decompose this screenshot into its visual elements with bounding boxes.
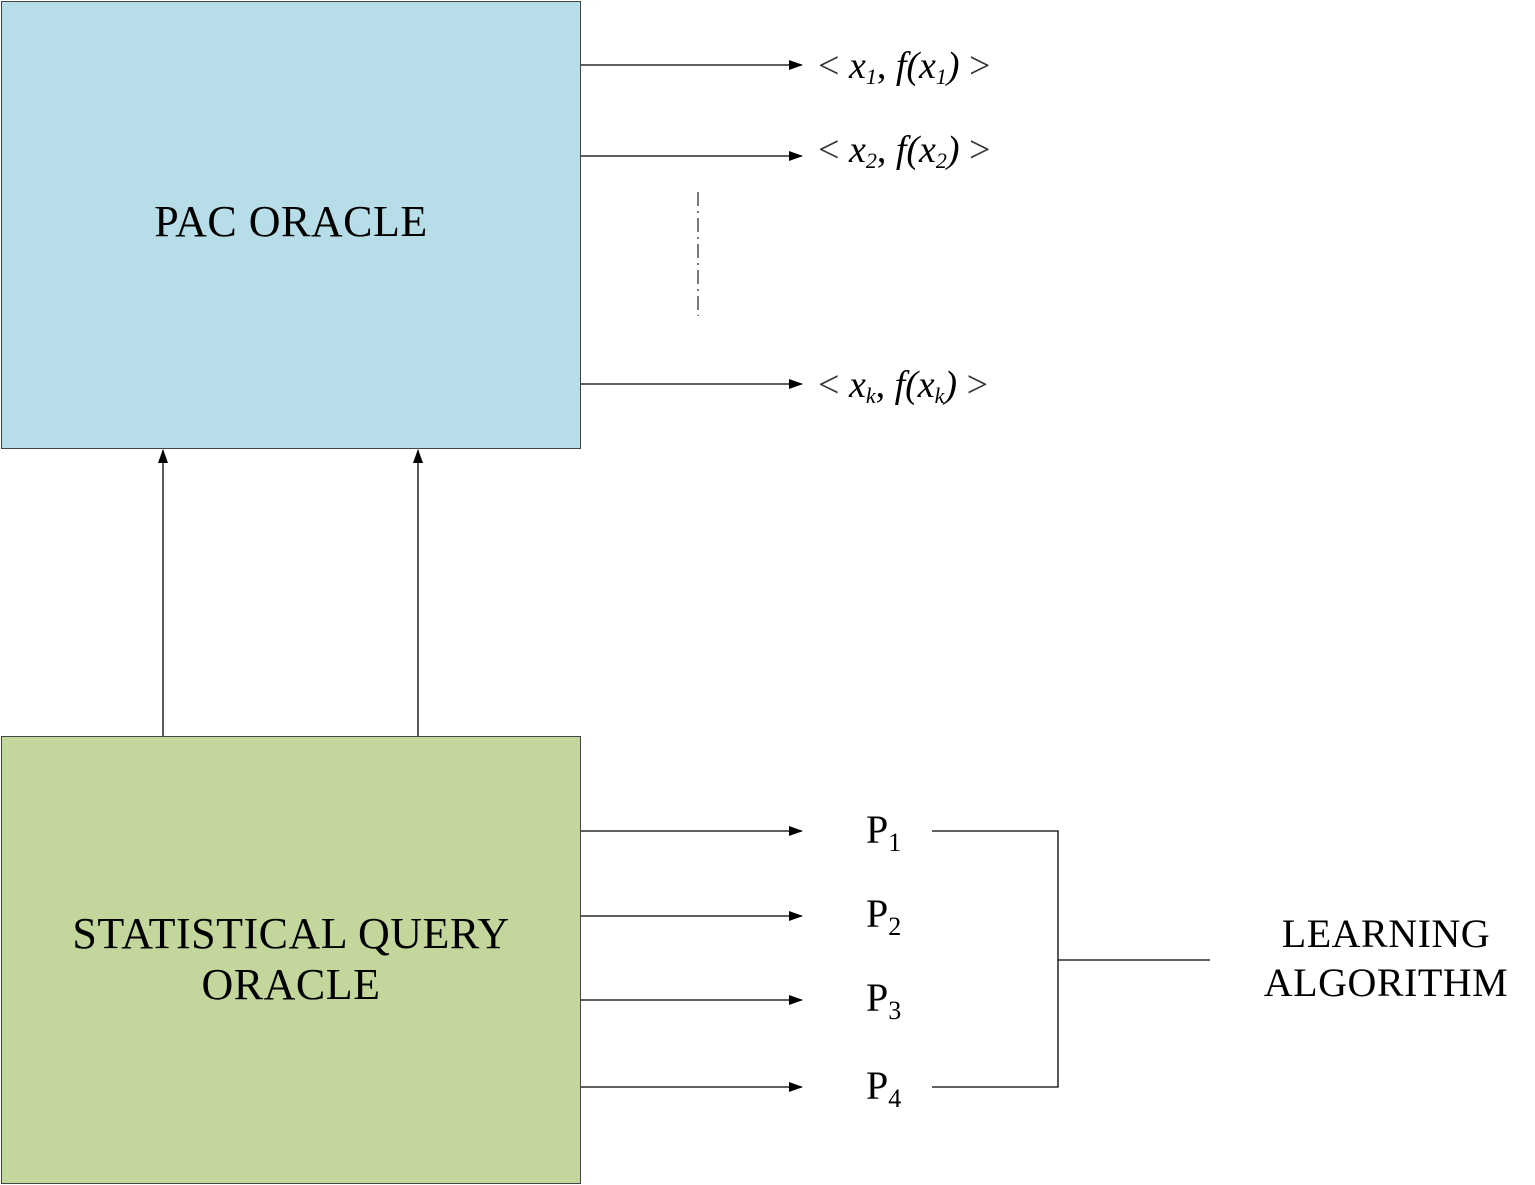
sample-comma: , <box>876 45 887 87</box>
sample-close-angle: > <box>969 45 991 87</box>
bracket-connector <box>932 830 1059 1088</box>
sample-open-angle: < <box>818 129 840 171</box>
sample-comma: , <box>875 364 886 406</box>
query-sub: 2 <box>888 912 902 941</box>
sample-fn: f(x <box>894 364 935 406</box>
statistical-query-oracle-label: STATISTICAL QUERY ORACLE <box>72 909 510 1009</box>
sample-label-1: < x1, f(x1) > <box>818 45 991 88</box>
sample-close-paren: ) <box>944 364 958 406</box>
query-letter: P <box>866 1063 889 1108</box>
sample-var: x <box>848 129 866 171</box>
sample-fn: f(x <box>895 129 936 171</box>
query-letter: P <box>866 891 889 936</box>
query-letter: P <box>866 975 889 1020</box>
sample-fn: f(x <box>895 45 936 87</box>
sample-var: x <box>848 45 866 87</box>
pac-oracle-box: PAC ORACLE <box>1 1 581 449</box>
query-label-1: P1 <box>866 807 901 856</box>
sample-close-paren: ) <box>946 129 960 171</box>
sample-open-angle: < <box>818 364 840 406</box>
sample-var: x <box>848 364 866 406</box>
sample-close-angle: > <box>969 129 991 171</box>
sample-fn-sub: 1 <box>935 64 947 89</box>
query-sub: 1 <box>888 828 902 857</box>
sample-close-angle: > <box>966 364 989 406</box>
learning-algorithm-label: LEARNING ALGORITHM <box>1263 911 1509 1005</box>
sample-label-2: < x2, f(x2) > <box>818 129 991 172</box>
statistical-query-oracle-box: STATISTICAL QUERY ORACLE <box>1 736 581 1184</box>
sample-fn-sub: 2 <box>935 148 947 173</box>
sample-close-paren: ) <box>946 45 960 87</box>
pac-oracle-label: PAC ORACLE <box>154 196 428 246</box>
sample-label-k: < xk, f(xk) > <box>818 364 989 407</box>
query-letter: P <box>866 807 889 852</box>
sample-fn-sub: k <box>934 383 945 408</box>
query-sub: 3 <box>888 996 902 1025</box>
sample-open-angle: < <box>818 45 840 87</box>
sample-var-sub: 2 <box>865 148 877 173</box>
query-label-4: P4 <box>866 1063 901 1112</box>
query-sub: 4 <box>888 1084 902 1113</box>
sample-var-sub: 1 <box>865 64 877 89</box>
query-label-3: P3 <box>866 975 901 1024</box>
sample-comma: , <box>876 129 887 171</box>
sample-var-sub: k <box>865 383 876 408</box>
query-label-2: P2 <box>866 891 901 940</box>
